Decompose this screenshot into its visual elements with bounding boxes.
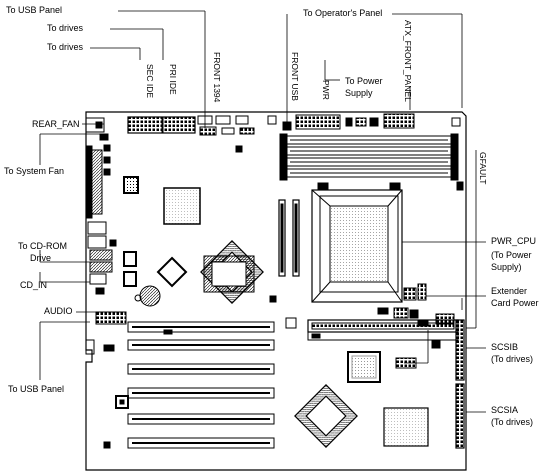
audio-connector — [95, 311, 127, 325]
scsib-connector — [455, 319, 465, 381]
label-atx-front-panel: ATX_FRONT_PANEL — [403, 20, 413, 102]
label-pwr: PWR — [321, 80, 331, 100]
pwr-cpu-connector — [403, 287, 417, 301]
label-to-power-supply-top-2: Supply — [345, 88, 373, 98]
label-scsib: SCSIB — [491, 342, 519, 352]
label-sec-ide: SEC IDE — [145, 64, 155, 99]
label-audio: AUDIO — [44, 306, 73, 316]
vertical-slot-2 — [292, 199, 300, 277]
label-pwr-cpu-sub-1: (To Power — [491, 250, 532, 260]
battery — [139, 285, 161, 307]
rear-fan-connector — [85, 117, 105, 133]
cd-in-connector — [89, 273, 107, 285]
label-pwr-cpu-sub-2: Supply) — [491, 262, 522, 272]
leader-lines — [39, 10, 486, 413]
vertical-slot-1 — [278, 199, 286, 277]
label-to-usb-panel-bottom: To USB Panel — [8, 384, 65, 394]
front-1394-connector — [199, 126, 217, 136]
gfault-connector — [456, 181, 464, 191]
label-to-operators-panel: To Operator's Panel — [303, 8, 383, 18]
label-to-power-supply-top-1: To Power — [345, 76, 383, 86]
label-scsia-sub: (To drives) — [491, 417, 534, 427]
cpu-socket — [311, 189, 403, 303]
cdrom-connector — [89, 249, 113, 261]
label-pwr-cpu: PWR_CPU — [491, 236, 537, 246]
label-front-1394: FRONT 1394 — [212, 52, 222, 103]
label-front-usb: FRONT USB — [290, 52, 300, 101]
pri-ide-connector — [162, 116, 196, 134]
label-rear-fan: REAR_FAN — [32, 119, 80, 129]
atx-front-panel-connector — [383, 113, 415, 129]
pci-slots — [127, 321, 275, 449]
diamond-chip — [156, 256, 188, 288]
label-extender-2: Card Power — [491, 298, 539, 308]
label-to-system-fan: To System Fan — [4, 166, 65, 176]
board-outline — [85, 111, 467, 471]
extender-card-power-connector — [417, 283, 427, 301]
label-to-usb-panel-top: To USB Panel — [6, 5, 63, 15]
label-to-cdrom-2: Drive — [30, 253, 52, 263]
label-pri-ide: PRI IDE — [168, 64, 178, 95]
label-scsia: SCSIA — [491, 405, 519, 415]
label-to-cdrom-1: To CD-ROM — [18, 241, 67, 251]
label-extender-1: Extender — [491, 286, 528, 296]
label-scsib-sub: (To drives) — [491, 354, 534, 364]
sec-ide-connector — [127, 116, 163, 134]
bios-chip — [347, 351, 381, 383]
dimm-slots — [279, 133, 459, 181]
label-to-drives-2: To drives — [47, 42, 84, 52]
scsia-connector — [455, 383, 465, 449]
scsi-controller-chip — [294, 384, 358, 448]
front-usb-connector — [282, 121, 292, 131]
pwr-connector — [295, 114, 341, 130]
label-to-drives-1: To drives — [47, 23, 84, 33]
label-gfault: GFAULT — [478, 152, 488, 185]
label-cd-in: CD_IN — [20, 280, 48, 290]
